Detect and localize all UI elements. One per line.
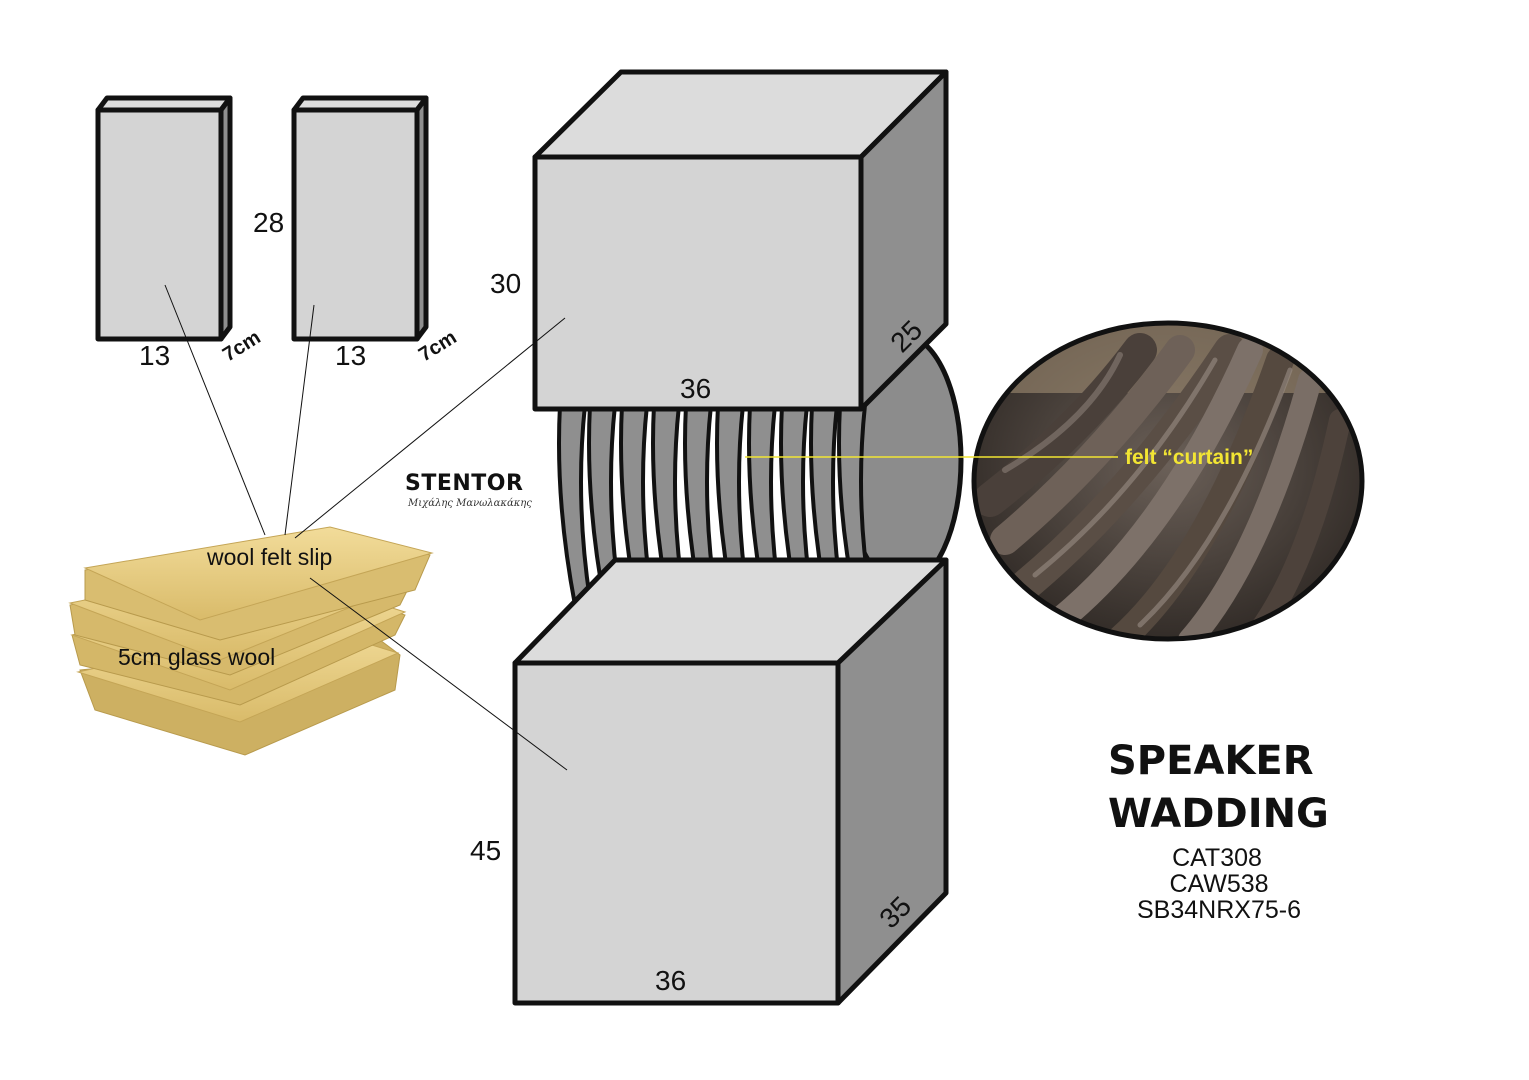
model-2: CAW538 xyxy=(1169,870,1268,898)
leader-lines xyxy=(164,284,568,771)
small-block-height: 28 xyxy=(253,207,284,238)
upper-box-width: 36 xyxy=(680,373,711,404)
lower-box-height: 45 xyxy=(470,835,501,866)
small-block-1-width: 13 xyxy=(139,340,170,371)
glass-wool-stack xyxy=(68,526,434,756)
title-line-1: SPEAKER xyxy=(1108,738,1314,784)
wool-felt-slip-label: wool felt slip xyxy=(206,544,332,570)
lower-box xyxy=(512,557,949,1006)
upper-box-height: 30 xyxy=(490,268,521,299)
brand-signature: Μιχάλης Μανωλακάκης xyxy=(407,498,532,509)
small-block-2-width: 13 xyxy=(335,340,366,371)
upper-box xyxy=(532,69,949,412)
glass-wool-label: 5cm glass wool xyxy=(118,644,275,670)
model-1: CAT308 xyxy=(1172,844,1262,872)
model-3: SB34NRX75-6 xyxy=(1137,896,1301,924)
brand-name: STENTOR xyxy=(405,471,523,496)
small-block-2 xyxy=(291,95,429,342)
lower-box-width: 36 xyxy=(655,965,686,996)
small-block-1 xyxy=(95,95,233,342)
felt-curtain-photo xyxy=(971,320,1365,642)
title-line-2: WADDING xyxy=(1108,791,1329,837)
felt-curtain-label: felt “curtain” xyxy=(1125,446,1253,469)
